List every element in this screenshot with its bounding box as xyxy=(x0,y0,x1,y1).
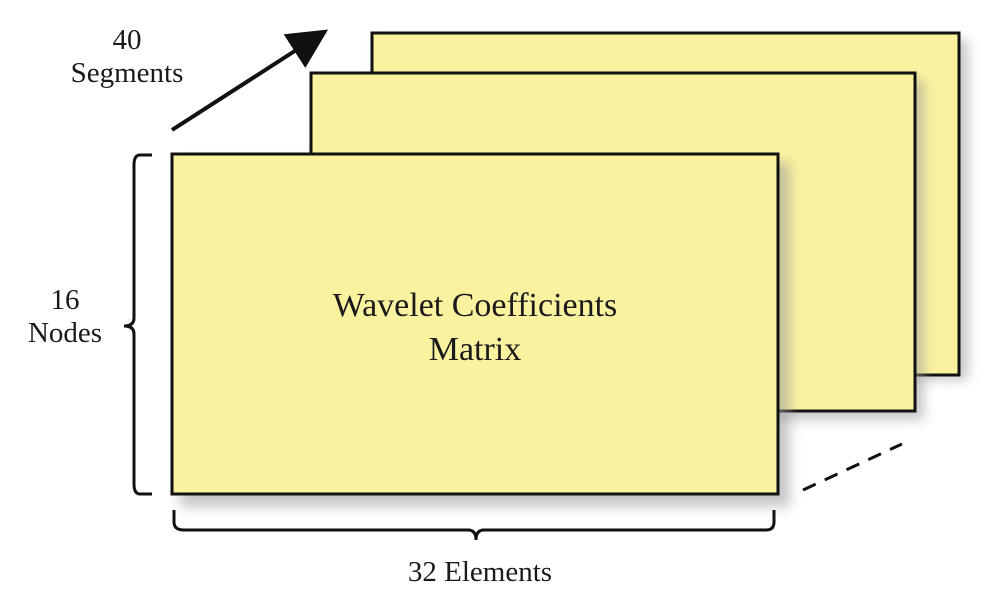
continuation-dashed-line xyxy=(802,442,903,492)
segments-arrow xyxy=(170,29,329,132)
nodes-bracket xyxy=(123,153,152,496)
segments-unit: Segments xyxy=(70,57,184,90)
nodes-count: 16 xyxy=(50,284,80,316)
matrix-title-line1: Wavelet Coefficients xyxy=(332,287,618,324)
matrix-title: Wavelet Coefficients Matrix xyxy=(172,284,778,371)
segments-count: 40 xyxy=(112,24,142,56)
segments-label: 40 Segments xyxy=(52,24,202,91)
elements-label: 32 Elements xyxy=(407,556,553,588)
nodes-label: 16 Nodes xyxy=(10,284,120,351)
elements-bracket xyxy=(172,510,776,541)
matrix-title-line2: Matrix xyxy=(428,330,522,368)
nodes-unit: Nodes xyxy=(27,317,103,350)
front-matrix-card xyxy=(170,152,790,507)
